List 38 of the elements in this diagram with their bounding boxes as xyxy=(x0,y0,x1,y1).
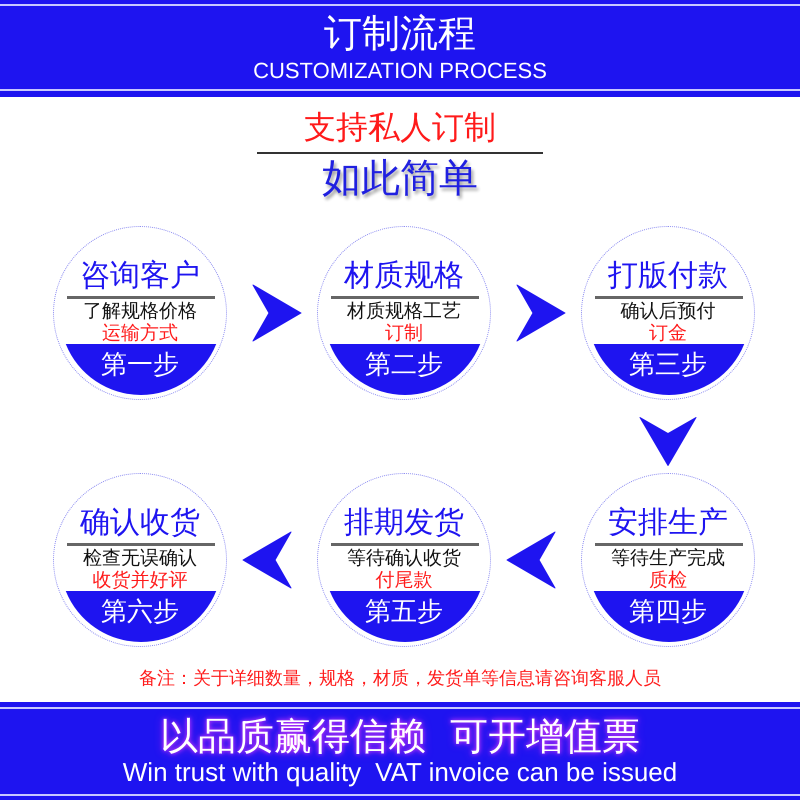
step-description: 确认后预付 xyxy=(620,301,716,322)
step-description: 材质规格工艺 xyxy=(347,301,461,322)
slogan: 可开增值票 xyxy=(450,715,640,759)
subtitle: CUSTOMIZATION PROCESS xyxy=(253,58,547,84)
slogan: 支持私人订制 xyxy=(304,109,496,146)
arrow xyxy=(242,532,292,588)
step-note: 付尾款 xyxy=(376,570,432,591)
slogan: 以品质赢得信赖 xyxy=(160,715,426,759)
slogan: 如此简单 xyxy=(322,157,478,202)
slogan-english: VAT invoice can be issued xyxy=(375,758,678,788)
step-note: 质检 xyxy=(649,570,687,591)
step-title: 材质规格 xyxy=(344,259,464,292)
step-title: 排期发货 xyxy=(344,506,464,539)
step-number-label: 第一步 xyxy=(101,351,179,380)
arrow xyxy=(516,284,566,342)
slogan-english: Win trust with quality xyxy=(122,758,362,788)
step-title: 咨询客户 xyxy=(80,259,200,292)
step-title: 确认收货 xyxy=(80,506,200,539)
step-number-label: 第三步 xyxy=(629,351,707,380)
step-title: 打版付款 xyxy=(608,259,728,292)
title: 订制流程 xyxy=(324,12,476,56)
step-number-label: 第二步 xyxy=(365,351,443,380)
arrow xyxy=(252,284,302,342)
step-number-label: 第五步 xyxy=(365,598,443,627)
step-title: 安排生产 xyxy=(608,506,728,539)
step-description: 检查无误确认 xyxy=(83,548,197,569)
note: 备注：关于详细数量，规格，材质，发货单等信息请咨询客服人员 xyxy=(139,669,661,690)
step-note: 订金 xyxy=(649,323,687,344)
step-note: 收货并好评 xyxy=(92,570,188,591)
step-description: 等待生产完成 xyxy=(611,548,725,569)
step-description: 了解规格价格 xyxy=(83,301,197,322)
step-description: 等待确认收货 xyxy=(347,548,461,569)
step-number-label: 第四步 xyxy=(629,598,707,627)
arrow xyxy=(506,532,556,588)
arrow xyxy=(640,417,696,466)
step-note: 订制 xyxy=(385,323,423,344)
step-number-label: 第六步 xyxy=(101,598,179,627)
step-note: 运输方式 xyxy=(102,323,178,344)
